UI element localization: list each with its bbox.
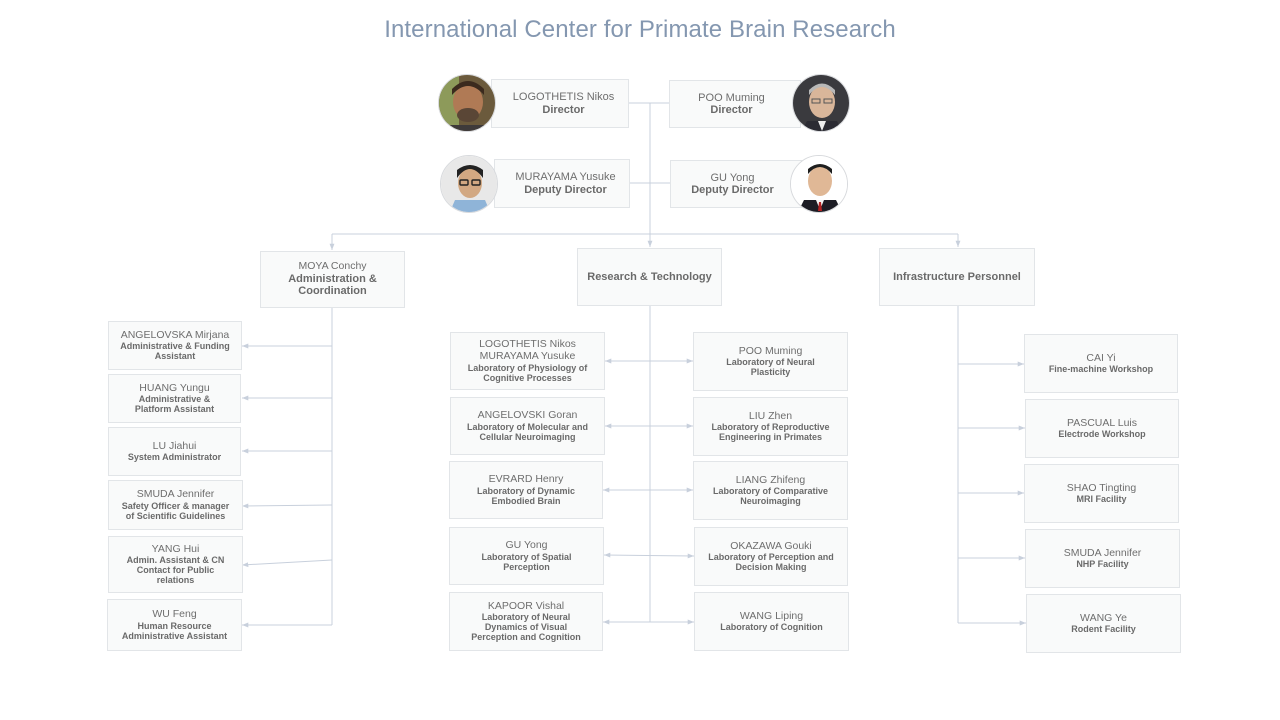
- lab-card: EVRARD Henry Laboratory of Dynamic Embod…: [449, 461, 603, 519]
- facility-title: Electrode Workshop: [1058, 429, 1146, 440]
- lab-card: POO Muming Laboratory of Neural Plastici…: [693, 332, 848, 391]
- lab-card: LIU Zhen Laboratory of Reproductive Engi…: [693, 397, 848, 456]
- lab-title: Laboratory of Neural Dynamics of Visual …: [471, 612, 581, 643]
- dept-title: Research & Technology: [587, 270, 712, 283]
- leader-role: Director: [542, 103, 585, 116]
- leader-name: GU Yong: [710, 171, 755, 184]
- facility-card: SMUDA Jennifer NHP Facility: [1025, 529, 1180, 588]
- staff-name: YANG Hui: [151, 542, 200, 555]
- lab-card: LIANG Zhifeng Laboratory of Comparative …: [693, 461, 848, 520]
- leader-name: POO Muming: [698, 91, 765, 104]
- staff-name: WU Feng: [152, 608, 197, 621]
- lab-card: WANG Liping Laboratory of Cognition: [694, 592, 849, 651]
- lab-head-name: EVRARD Henry: [488, 473, 564, 486]
- admin-staff-card: WU Feng Human Resource Administrative As…: [107, 599, 242, 651]
- lab-head-name: WANG Liping: [739, 609, 804, 622]
- lab-card: OKAZAWA Gouki Laboratory of Perception a…: [694, 527, 848, 586]
- lab-card: GU Yong Laboratory of Spatial Perception: [449, 527, 604, 585]
- admin-staff-card: YANG Hui Admin. Assistant & CN Contact f…: [108, 536, 243, 593]
- facility-title: Fine-machine Workshop: [1048, 364, 1154, 375]
- staff-name: LU Jiahui: [152, 439, 197, 452]
- admin-staff-card: ANGELOVSKA Mirjana Administrative & Fund…: [108, 321, 242, 370]
- staff-role: Safety Officer & manager of Scientific G…: [121, 500, 230, 521]
- lab-title: Laboratory of Neural Plasticity: [726, 357, 815, 378]
- photo-murayama: [440, 155, 498, 213]
- photo-poo: [792, 74, 850, 132]
- lab-card: LOGOTHETIS Nikos MURAYAMA Yusuke Laborat…: [450, 332, 605, 390]
- staff-name: ANGELOVSKA Mirjana: [120, 328, 230, 341]
- dept-title: Administration & Coordination: [288, 273, 377, 298]
- lab-head-name: GU Yong: [505, 539, 548, 552]
- leader-role: Deputy Director: [691, 184, 774, 196]
- dept-administration: MOYA Conchy Administration & Coordinatio…: [260, 251, 405, 308]
- lab-head-name: LIANG Zhifeng: [735, 473, 806, 486]
- facility-card: CAI Yi Fine-machine Workshop: [1024, 334, 1178, 393]
- admin-staff-card: LU Jiahui System Administrator: [108, 427, 241, 476]
- leader-name: MURAYAMA Yusuke: [515, 171, 616, 184]
- lab-title: Laboratory of Spatial Perception: [481, 551, 572, 572]
- leader-card-gu: GU Yong Deputy Director: [670, 160, 802, 208]
- facility-title: NHP Facility: [1076, 559, 1129, 570]
- dept-infrastructure: Infrastructure Personnel: [879, 248, 1035, 306]
- admin-staff-card: HUANG Yungu Administrative & Platform As…: [108, 374, 241, 423]
- leader-name: LOGOTHETIS Nikos: [512, 91, 615, 104]
- staff-name: HUANG Yungu: [139, 381, 210, 394]
- staff-role: System Administrator: [127, 452, 222, 463]
- lab-title: Laboratory of Reproductive Engineering i…: [711, 422, 830, 443]
- lab-card: KAPOOR Vishal Laboratory of Neural Dynam…: [449, 592, 603, 651]
- facility-card: PASCUAL Luis Electrode Workshop: [1025, 399, 1179, 458]
- lab-head-name: POO Muming: [738, 344, 803, 357]
- staff-role: Administrative & Platform Assistant: [134, 394, 215, 415]
- staff-role: Human Resource Administrative Assistant: [121, 620, 228, 641]
- leader-role: Deputy Director: [524, 183, 607, 196]
- lab-head-name: OKAZAWA Gouki: [730, 539, 812, 552]
- facility-head-name: PASCUAL Luis: [1066, 416, 1138, 429]
- leader-card-logothetis: LOGOTHETIS Nikos Director: [491, 79, 629, 128]
- lab-head-name: KAPOOR Vishal: [487, 599, 565, 612]
- chart-title: International Center for Primate Brain R…: [384, 16, 896, 43]
- lab-title: Laboratory of Molecular and Cellular Neu…: [466, 421, 589, 442]
- facility-card: SHAO Tingting MRI Facility: [1024, 464, 1179, 523]
- lab-card: ANGELOVSKI Goran Laboratory of Molecular…: [450, 397, 605, 455]
- dept-research-technology: Research & Technology: [577, 248, 722, 306]
- lab-title: Laboratory of Perception and Decision Ma…: [708, 552, 834, 573]
- lab-head-name: LIU Zhen: [748, 409, 793, 422]
- lab-title: Laboratory of Physiology of Cognitive Pr…: [467, 362, 588, 383]
- photo-logothetis: [438, 74, 496, 132]
- leader-role: Director: [710, 104, 753, 116]
- lab-title: Laboratory of Comparative Neuroimaging: [712, 486, 829, 507]
- leader-card-murayama: MURAYAMA Yusuke Deputy Director: [494, 159, 630, 208]
- admin-staff-card: SMUDA Jennifer Safety Officer & manager …: [108, 480, 243, 530]
- facility-head-name: SMUDA Jennifer: [1063, 546, 1142, 559]
- staff-name: SMUDA Jennifer: [136, 488, 215, 501]
- lab-title: Laboratory of Dynamic Embodied Brain: [476, 485, 576, 506]
- facility-head-name: WANG Ye: [1080, 611, 1127, 624]
- staff-role: Administrative & Funding Assistant: [120, 341, 230, 362]
- facility-head-name: SHAO Tingting: [1066, 481, 1137, 494]
- lab-head-name: LOGOTHETIS Nikos MURAYAMA Yusuke: [479, 338, 576, 362]
- facility-head-name: CAI Yi: [1086, 351, 1116, 364]
- dept-title: Infrastructure Personnel: [893, 270, 1021, 283]
- staff-role: Admin. Assistant & CN Contact for Public…: [126, 555, 225, 586]
- dept-head-name: MOYA Conchy: [298, 260, 367, 273]
- lab-head-name: ANGELOVSKI Goran: [477, 409, 578, 422]
- facility-title: MRI Facility: [1076, 494, 1127, 505]
- facility-card: WANG Ye Rodent Facility: [1026, 594, 1181, 653]
- lab-title: Laboratory of Cognition: [720, 622, 823, 633]
- facility-title: Rodent Facility: [1071, 624, 1136, 635]
- photo-gu: [790, 155, 848, 213]
- leader-card-poo: POO Muming Director: [669, 80, 801, 128]
